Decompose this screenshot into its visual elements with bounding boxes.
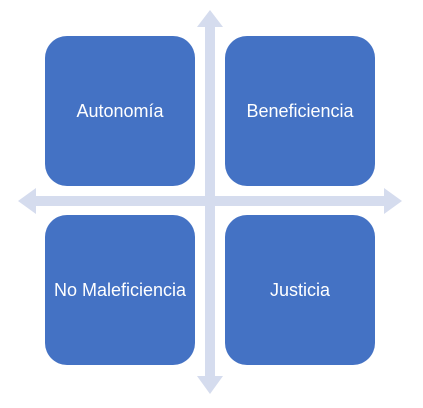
horizontal-arrow (18, 188, 402, 214)
quadrant-justicia-label: Justicia (269, 280, 331, 300)
quadrant-no-maleficiencia: No Maleficiencia (45, 215, 195, 365)
quadrant-autonomia-label: Autonomía (76, 101, 164, 121)
quadrant-autonomia: Autonomía (45, 36, 195, 186)
quadrant-beneficiencia-label: Beneficiencia (246, 101, 354, 121)
quadrant-no-maleficiencia-label: No Maleficiencia (53, 280, 187, 300)
quadrant-beneficiencia: Beneficiencia (225, 36, 375, 186)
quadrant-justicia: Justicia (225, 215, 375, 365)
